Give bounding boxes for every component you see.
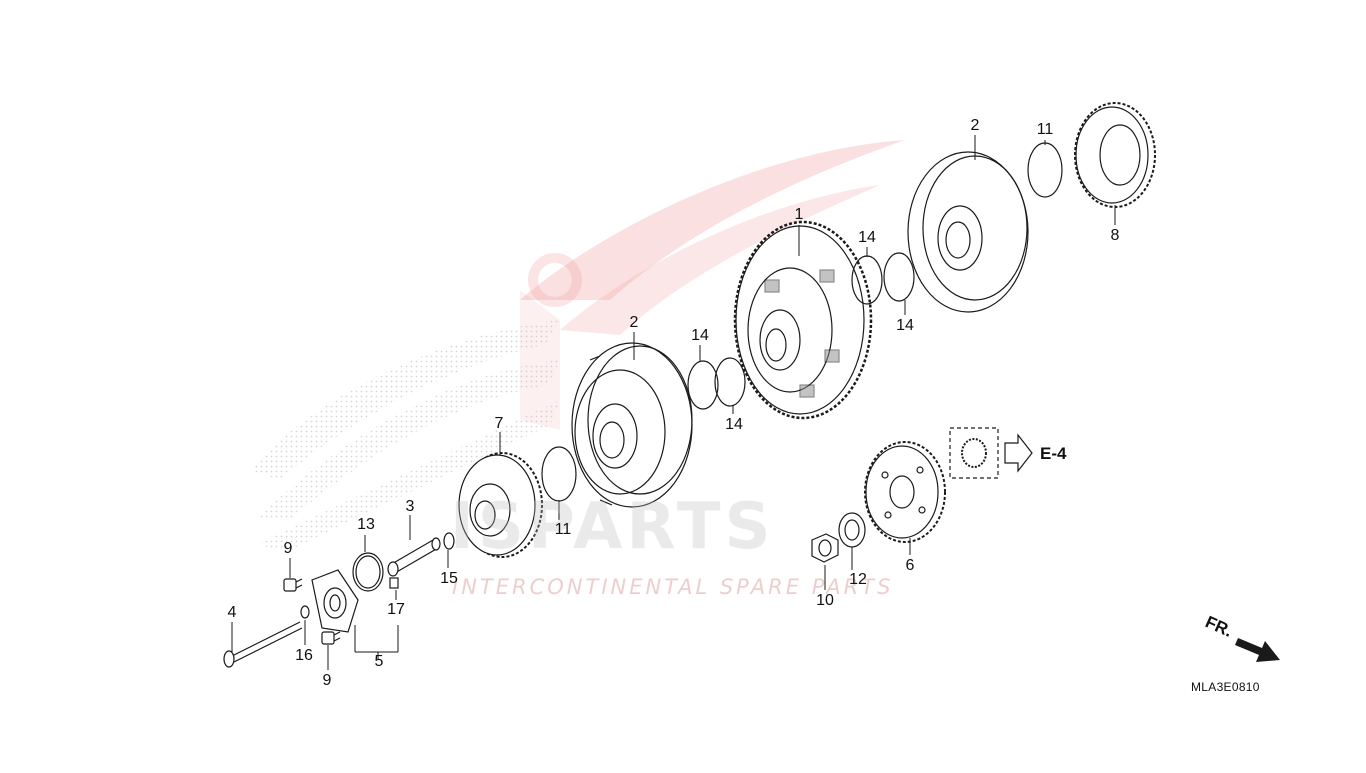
callout-3: 3 [405, 498, 415, 515]
part-17-pin [389, 577, 399, 589]
callout-5: 5 [374, 653, 384, 670]
callout-14-c: 14 [858, 229, 876, 246]
callout-15: 15 [440, 570, 458, 587]
reference-box-e4 [949, 427, 1033, 479]
watermark-tagline: INTERCONTINENTAL SPARE PARTS [452, 575, 894, 599]
callout-10: 10 [816, 592, 834, 609]
leader-lines [231, 135, 1116, 670]
part-12-washer [838, 512, 866, 548]
watermark-brand: ISPARTS [450, 490, 775, 564]
callout-1: 1 [794, 206, 804, 223]
reference-label-e4: E-4 [1040, 444, 1067, 463]
callout-11-lower: 11 [554, 521, 572, 538]
callout-14-d: 14 [896, 317, 914, 334]
part-9-bolt-upper [283, 578, 303, 592]
part-8-gear-hub [1074, 102, 1156, 208]
callout-14-b: 14 [725, 416, 743, 433]
part-4-bolt [223, 621, 303, 668]
part-2-drum-lower [571, 342, 693, 508]
part-3-shaft [387, 537, 441, 577]
callout-6: 6 [905, 557, 915, 574]
part-11-washer-upper [1027, 142, 1063, 198]
callout-14-a: 14 [691, 327, 709, 344]
part-14-ring-1 [687, 360, 719, 410]
callout-16: 16 [295, 647, 313, 664]
callout-9-lower: 9 [322, 672, 332, 689]
front-arrow-icon [1235, 638, 1280, 662]
callout-4: 4 [227, 604, 237, 621]
part-5-cover [311, 569, 359, 633]
part-14-ring-4 [883, 252, 915, 302]
part-16-washer [300, 605, 310, 619]
callout-7: 7 [494, 415, 504, 432]
part-15-ring [443, 532, 455, 550]
part-10-nut [811, 533, 839, 563]
part-9-bolt-lower [321, 631, 341, 645]
callout-2-upper: 2 [970, 117, 980, 134]
part-14-ring-2 [714, 357, 746, 407]
callout-13: 13 [357, 516, 375, 533]
diagram-code: MLA3E0810 [1191, 680, 1260, 694]
callout-9-upper: 9 [283, 540, 293, 557]
part-1-primary-gear [733, 220, 873, 420]
part-2-drum-upper [907, 151, 1029, 313]
callout-11-upper: 11 [1036, 121, 1054, 138]
callout-12: 12 [849, 571, 867, 588]
part-6-gear [864, 441, 946, 543]
callout-17: 17 [387, 601, 405, 618]
part-7-gear [458, 452, 543, 558]
part-13-o-ring [352, 552, 384, 592]
callout-8: 8 [1110, 227, 1120, 244]
callout-2-lower: 2 [629, 314, 639, 331]
wing-logo [250, 140, 905, 550]
